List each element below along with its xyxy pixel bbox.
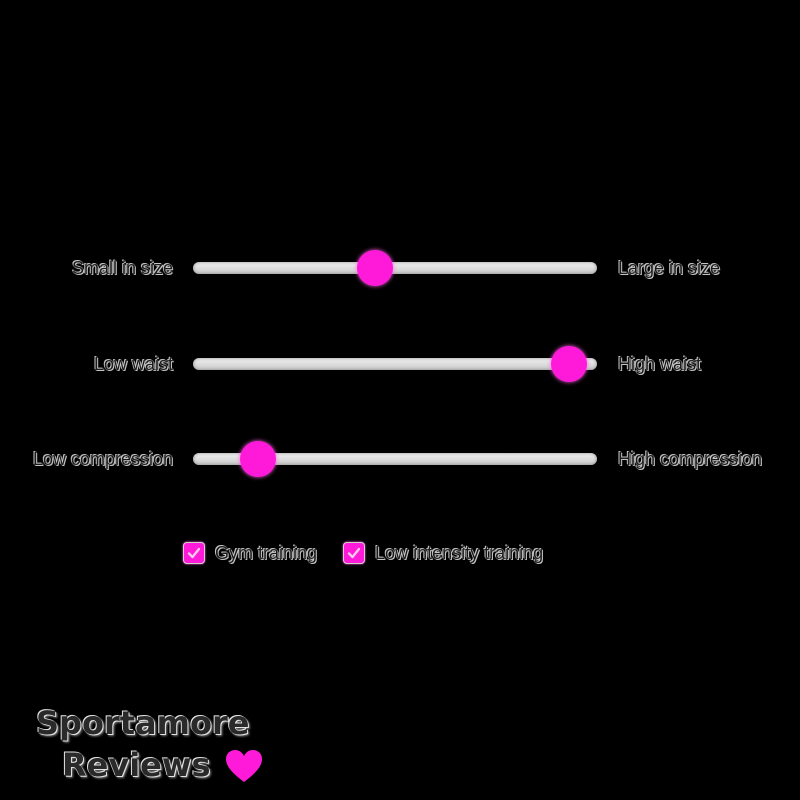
checkbox-low-intensity-training-box[interactable] bbox=[343, 542, 366, 564]
slider-compression-min-label: Low compression bbox=[32, 449, 173, 469]
checkbox-low-intensity-training-label: Low intensity training bbox=[375, 542, 544, 563]
slider-waist-min-label: Low waist bbox=[93, 354, 173, 374]
training-checkboxes: Gym training Low intensity training bbox=[183, 538, 569, 568]
heart-icon bbox=[226, 750, 262, 782]
slider-waist-thumb[interactable] bbox=[550, 346, 587, 382]
checkbox-low-intensity-training[interactable]: Low intensity training bbox=[343, 542, 543, 564]
check-icon bbox=[187, 547, 201, 559]
check-icon bbox=[347, 547, 361, 559]
slider-compression: Low compression High compression bbox=[0, 439, 800, 479]
slider-waist-max-label: High waist bbox=[618, 354, 702, 374]
slider-waist-track[interactable] bbox=[193, 346, 597, 382]
slider-size-max-label: Large in size bbox=[618, 258, 721, 278]
slider-waist: Low waist High waist bbox=[0, 344, 800, 384]
slider-size-track[interactable] bbox=[193, 250, 597, 286]
logo-line-reviews: Reviews bbox=[62, 746, 211, 784]
slider-compression-thumb[interactable] bbox=[239, 441, 276, 477]
slider-size-min-label: Small in size bbox=[71, 258, 173, 278]
logo-line-brand: Sportamore bbox=[36, 704, 250, 742]
slider-compression-track[interactable] bbox=[193, 441, 597, 477]
slider-compression-max-label: High compression bbox=[618, 449, 763, 469]
checkbox-gym-training-box[interactable] bbox=[183, 542, 205, 564]
checkbox-gym-training[interactable]: Gym training bbox=[183, 542, 317, 564]
slider-size: Small in size Large in size bbox=[0, 248, 800, 288]
slider-size-thumb[interactable] bbox=[356, 250, 393, 286]
sportamore-reviews-logo: Sportamore Reviews bbox=[36, 700, 276, 790]
checkbox-gym-training-label: Gym training bbox=[215, 542, 318, 563]
